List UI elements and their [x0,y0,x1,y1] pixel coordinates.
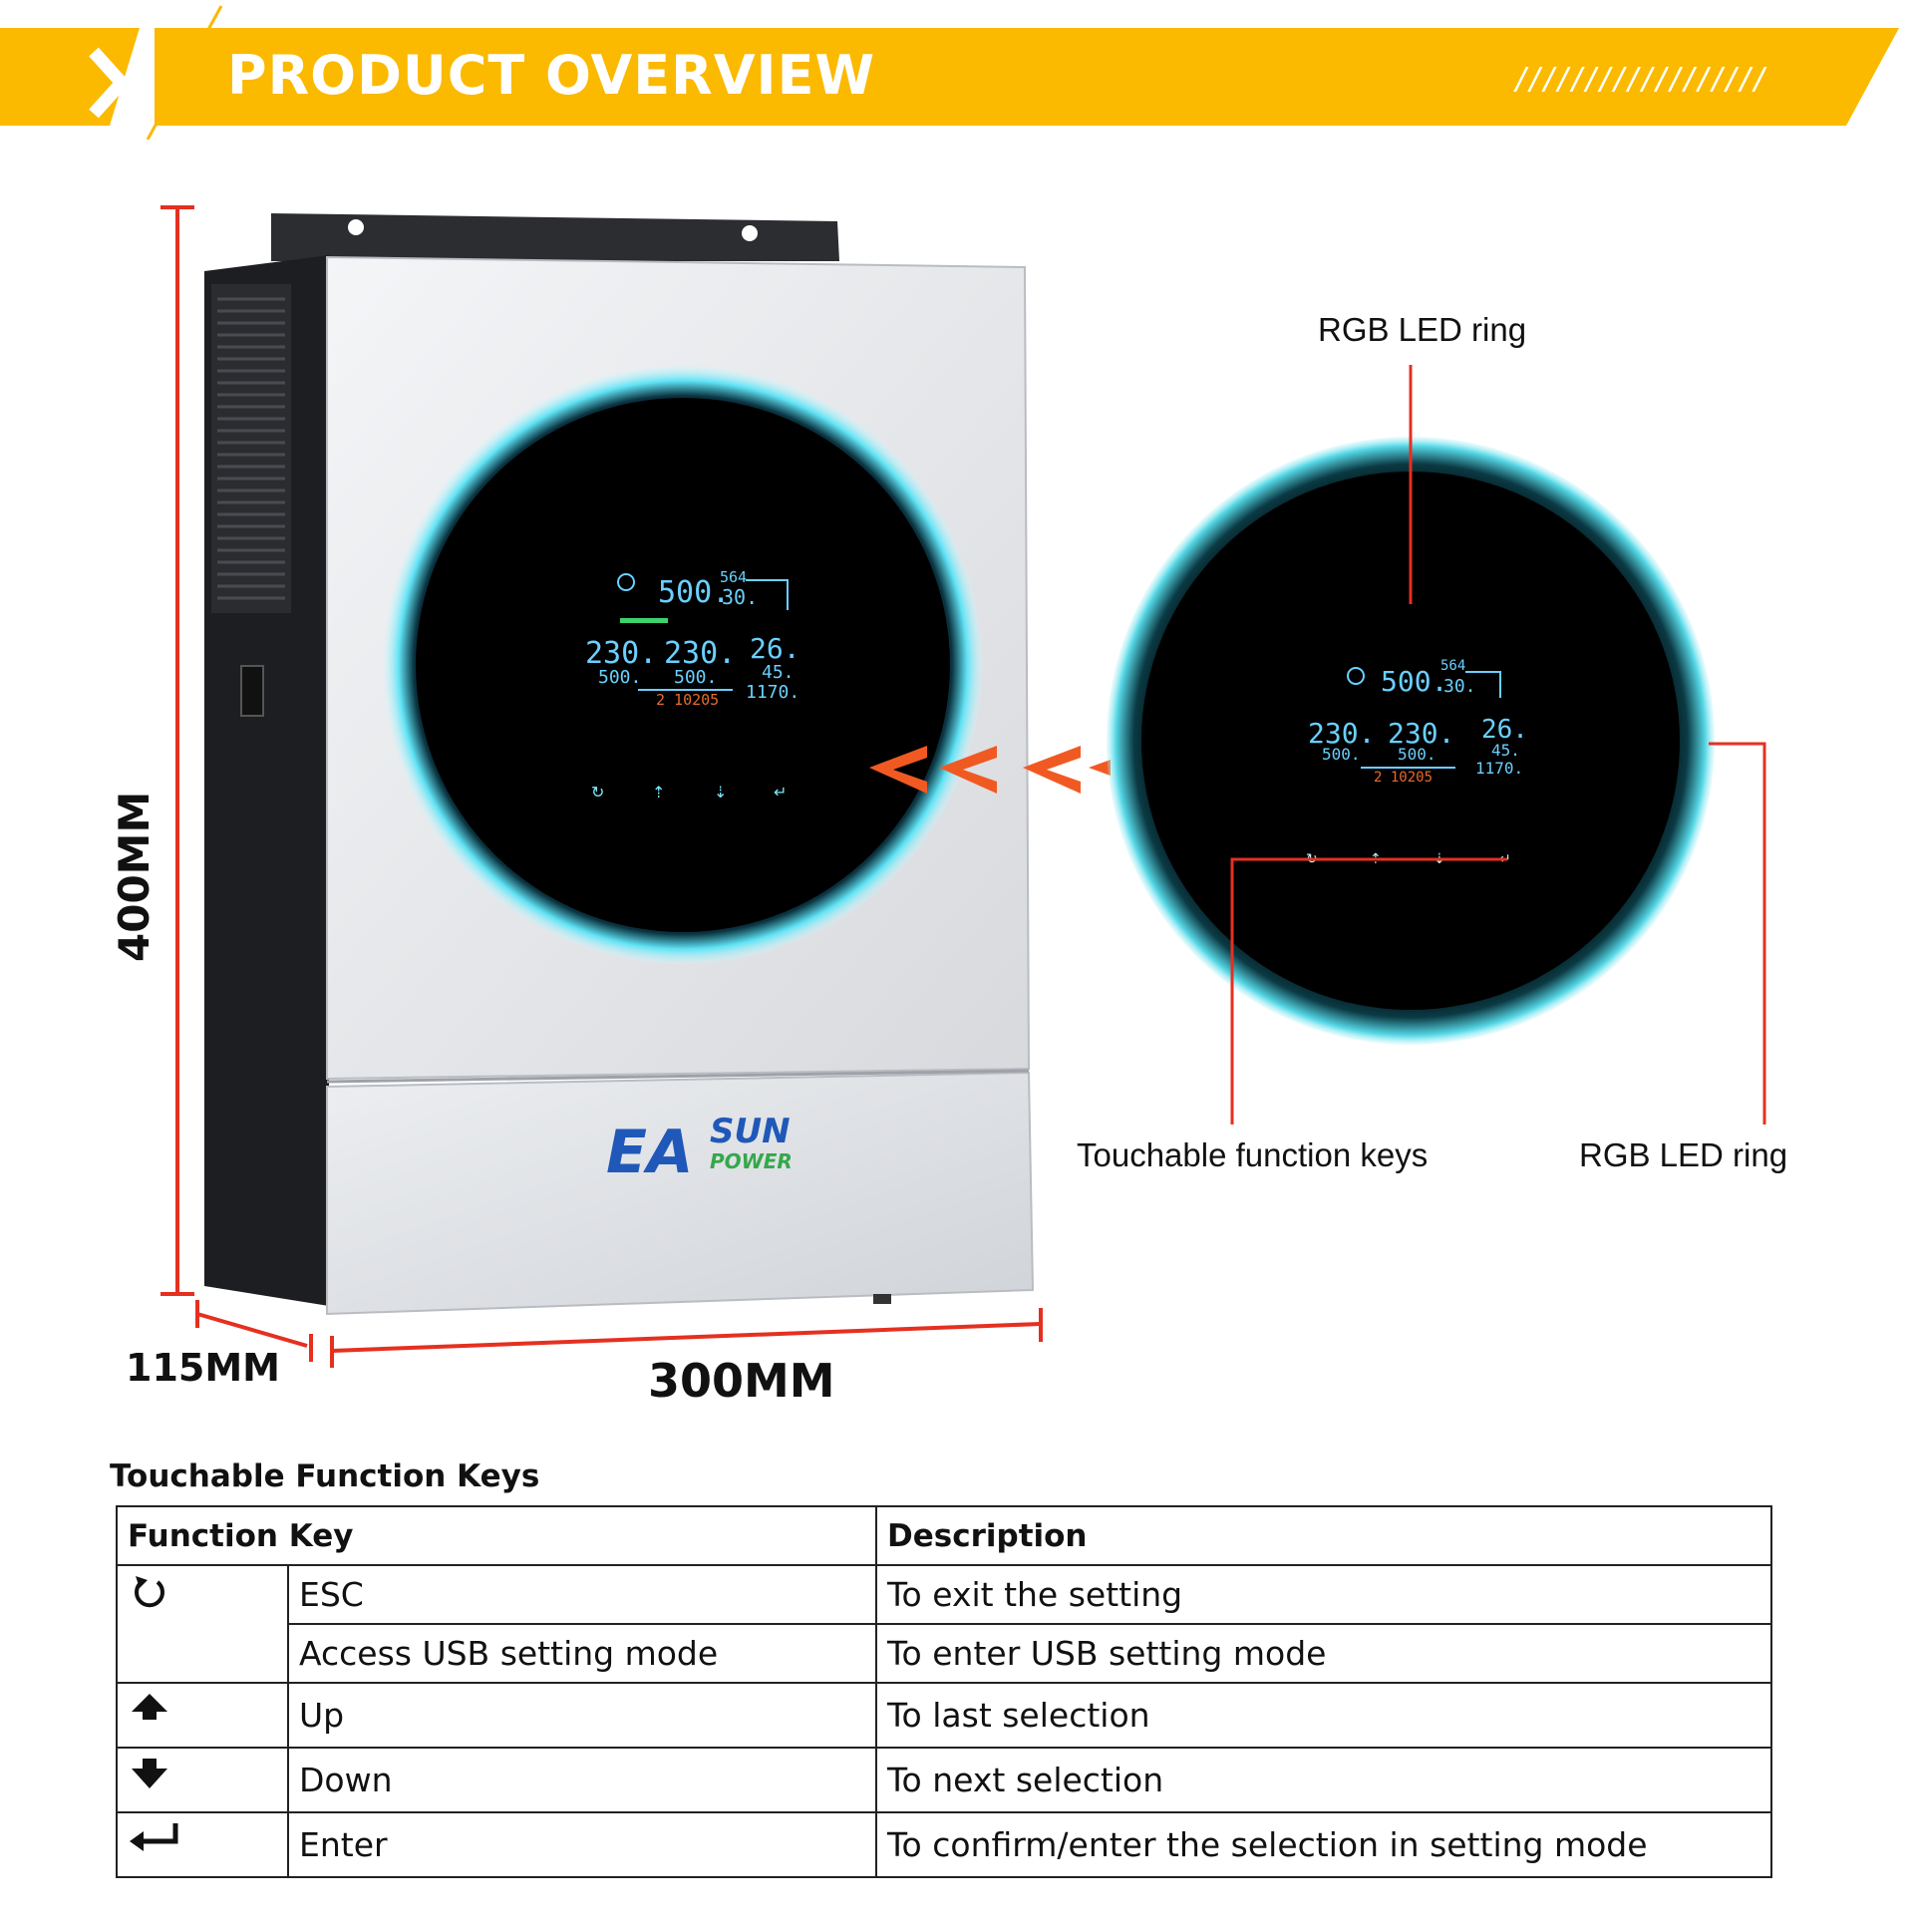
depth-dimension-label: 115MM [126,1346,280,1390]
key-name: ESC [287,1564,877,1625]
svg-text:230.: 230. [1308,717,1375,750]
up-icon-cell [116,1682,289,1749]
table-row: Enter To confirm/enter the selection in … [116,1811,1772,1878]
svg-text:564: 564 [1440,658,1465,674]
mounting-bracket [271,213,839,261]
esc-key-icon: ↻ [591,783,604,802]
table-row: ESC To exit the setting [116,1564,1772,1684]
svg-text:26.: 26. [1481,715,1528,745]
key-name: Down [287,1747,877,1813]
svg-text:230.: 230. [585,636,657,671]
key-description: To last selection [875,1682,1772,1749]
svg-text:POWER: POWER [710,1149,793,1173]
led-ring-callout-right: RGB LED ring [1579,1136,1788,1173]
width-dimension-label: 300MM [648,1354,835,1408]
pointer-arrows [869,746,1111,794]
svg-text:45.: 45. [1491,741,1520,760]
function-keys-callout: Touchable function keys [1077,1136,1429,1173]
key-name: Up [287,1682,877,1749]
table-row: Down To next selection [116,1747,1772,1813]
device-touch-keys: ↻ ⇡ ⇣ ↵ [591,783,787,802]
enter-icon-cell [116,1811,289,1878]
svg-text:500.: 500. [1322,745,1361,764]
svg-text:500.: 500. [674,667,717,688]
svg-text:230.: 230. [1388,717,1454,750]
key-description: To exit the setting [875,1564,1772,1625]
up-key-icon: ⇡ [652,783,665,802]
header-banner: PRODUCT OVERVIEW ////////////////// [0,0,1914,141]
svg-text:45.: 45. [762,662,795,683]
lower-panel [326,1071,1035,1316]
dimension-lines [160,205,1043,1368]
enter-key-icon: ↵ [774,783,787,802]
down-key-icon: ⇣ [714,783,727,802]
inverter-drawing: 500. 564 30. 230. 500. 230. 500. 26. 45.… [160,205,1766,1368]
down-icon-cell [116,1747,289,1813]
svg-text:500.: 500. [1398,745,1436,764]
lcd-top-value: 500. [658,575,730,610]
down-arrow-icon [132,1759,167,1788]
led-ring-callout-top: RGB LED ring [1318,311,1527,348]
svg-text:230.: 230. [664,636,736,671]
height-dimension-label: 400MM [110,791,159,962]
key-name: Access USB setting mode [287,1623,877,1684]
function-key-table: Function Key Description ESC To exit the… [116,1505,1772,1878]
svg-text:500.: 500. [598,667,641,688]
product-illustration: 500. 564 30. 230. 500. 230. 500. 26. 45.… [0,140,1914,1436]
key-name: Enter [287,1811,877,1878]
zoomed-lcd: 500. 564 30. 230. 500. 230. 500. 26. 45.… [1308,658,1528,786]
svg-text:26.: 26. [750,632,800,665]
svg-text:500.: 500. [1381,665,1447,698]
table-header-row: Function Key Description [116,1505,1772,1566]
callout-lines [1230,365,1766,1125]
svg-text:2 10205: 2 10205 [656,691,719,709]
svg-text:2 10205: 2 10205 [1374,770,1433,786]
key-description: To enter USB setting mode [875,1623,1772,1684]
svg-text:564: 564 [720,568,747,586]
svg-text:1170.: 1170. [1475,759,1523,778]
brand-logo: EA SUN POWER [606,1112,793,1187]
key-description: To confirm/enter the selection in settin… [875,1811,1772,1878]
svg-text:SUN: SUN [710,1112,791,1151]
svg-text:1170.: 1170. [746,682,799,703]
esc-icon-cell [116,1564,289,1684]
table-row: Access USB setting mode To enter USB set… [117,1623,1772,1684]
banner-decoration: ////////////////// [1513,62,1769,97]
header-description: Description [875,1505,1772,1566]
side-housing [204,255,329,1306]
header-function-key: Function Key [116,1505,877,1566]
device-lcd: 500. 564 30. 230. 500. 230. 500. 26. 45.… [585,568,800,709]
enter-icon [130,1823,178,1851]
svg-text:EA: EA [606,1118,693,1187]
table-title: Touchable Function Keys [110,1458,540,1494]
esc-icon [135,1576,164,1608]
chevron-right-icon [89,47,131,119]
page-title: PRODUCT OVERVIEW [227,44,876,107]
banner-background [0,5,1899,141]
svg-text:30.: 30. [1443,676,1476,697]
table-row: Up To last selection [116,1682,1772,1749]
svg-text:30.: 30. [722,585,758,609]
up-arrow-icon [132,1694,167,1720]
key-description: To next selection [875,1747,1772,1813]
